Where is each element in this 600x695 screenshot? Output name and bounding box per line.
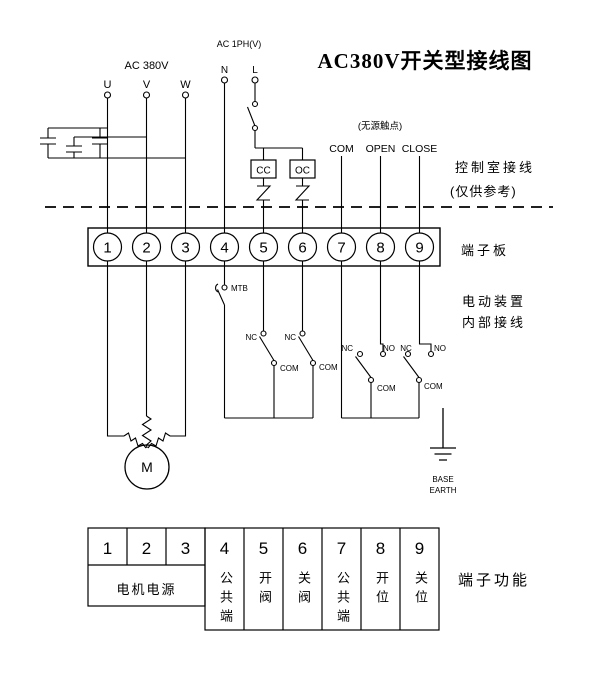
position-switch2-no-label: NO (434, 344, 446, 353)
earth-label: EARTH (430, 486, 457, 495)
terminal-number: 4 (220, 240, 228, 257)
single-phase-terminal-dots (220, 76, 259, 132)
terminal-number: 7 (337, 240, 345, 257)
table-number-7: 7 (336, 539, 347, 558)
table-function-9: 关位 (413, 571, 428, 609)
passive-contact-note: (无源触点) (358, 120, 402, 132)
terminal-number: 8 (376, 240, 384, 257)
annotation-reference-only: (仅供参考) (450, 184, 517, 199)
position-switches (340, 261, 435, 419)
terminal-number: 6 (298, 240, 306, 257)
terminal-number: 9 (415, 240, 423, 257)
table-function-7: 公共端 (335, 571, 350, 628)
phase-capacitors (40, 127, 186, 159)
table-number-6: 6 (297, 539, 308, 558)
table-motor-power-cell: 电机电源 (116, 582, 177, 597)
phase-label-u: U (104, 79, 112, 91)
base-label: BASE (432, 475, 453, 484)
mtb-label: MTB (231, 284, 248, 293)
three-phase-supply-wires (106, 98, 187, 233)
limit-switch1-com-label: COM (280, 364, 299, 373)
terminal-number: 2 (142, 240, 150, 257)
phase-label-v: V (143, 79, 151, 91)
close-signal-label: CLOSE (402, 143, 438, 155)
neutral-label: N (221, 65, 228, 76)
position-switch2-nc-label: NC (400, 344, 412, 353)
annotation-terminal-function: 端子功能 (458, 572, 531, 589)
table-number-9: 9 (414, 539, 425, 558)
control-signal-wires (340, 156, 421, 233)
terminal-number: 5 (259, 240, 267, 257)
table-number-1: 1 (102, 539, 113, 558)
cc-coil-label: CC (256, 166, 270, 177)
position-switch1-no-label: NO (383, 344, 395, 353)
terminal-numbers: 1 2 3 4 5 6 7 8 9 (103, 240, 423, 257)
table-number-8: 8 (375, 539, 386, 558)
terminal-number: 3 (181, 240, 189, 257)
annotation-terminal-board: 端子板 (461, 243, 510, 258)
limit-switch2-nc-label: NC (284, 333, 296, 342)
open-signal-label: OPEN (366, 143, 396, 155)
live-label: L (252, 65, 258, 76)
com-signal-label: COM (329, 143, 354, 155)
phase-terminal-dots (103, 91, 190, 99)
earth-ground-symbol (430, 408, 456, 461)
table-function-8: 开位 (374, 571, 389, 609)
ac380-supply-label: AC 380V (124, 60, 169, 72)
oc-coil-label: OC (295, 166, 310, 177)
table-number-3: 3 (180, 539, 191, 558)
annotation-device-line1: 电动装置 (462, 294, 527, 309)
ac1ph-supply-label: AC 1PH(V) (217, 39, 262, 49)
terminal-number: 1 (103, 240, 111, 257)
motor-wires (106, 261, 187, 437)
position-switch1-com-label: COM (377, 384, 396, 393)
table-number-2: 2 (141, 539, 152, 558)
table-function-5: 开阀 (257, 571, 272, 609)
motor-circle (124, 444, 170, 490)
single-phase-wires (223, 83, 304, 233)
annotation-control-room: 控制室接线 (455, 160, 536, 175)
mtb-thermal-switch (215, 261, 228, 418)
terminal-circles (92, 232, 435, 262)
page-title: AC380V开关型接线图 (317, 49, 533, 73)
limit-switches (224, 261, 317, 419)
table-function-6: 关阀 (296, 571, 311, 609)
table-number-5: 5 (258, 539, 269, 558)
position-switch2-com-label: COM (424, 382, 443, 391)
table-number-4: 4 (219, 539, 230, 558)
limit-switch2-com-label: COM (319, 363, 338, 372)
position-switch1-nc-label: NC (341, 344, 353, 353)
interlock-z-symbols (255, 178, 311, 233)
motor-winding (123, 415, 171, 449)
motor-letter: M (141, 459, 153, 475)
limit-switch1-nc-label: NC (245, 333, 257, 342)
terminal-table-grid (87, 527, 440, 631)
annotation-device-line2: 内部接线 (462, 315, 527, 330)
phase-label-w: W (180, 79, 191, 91)
table-function-4: 公共端 (218, 571, 233, 628)
